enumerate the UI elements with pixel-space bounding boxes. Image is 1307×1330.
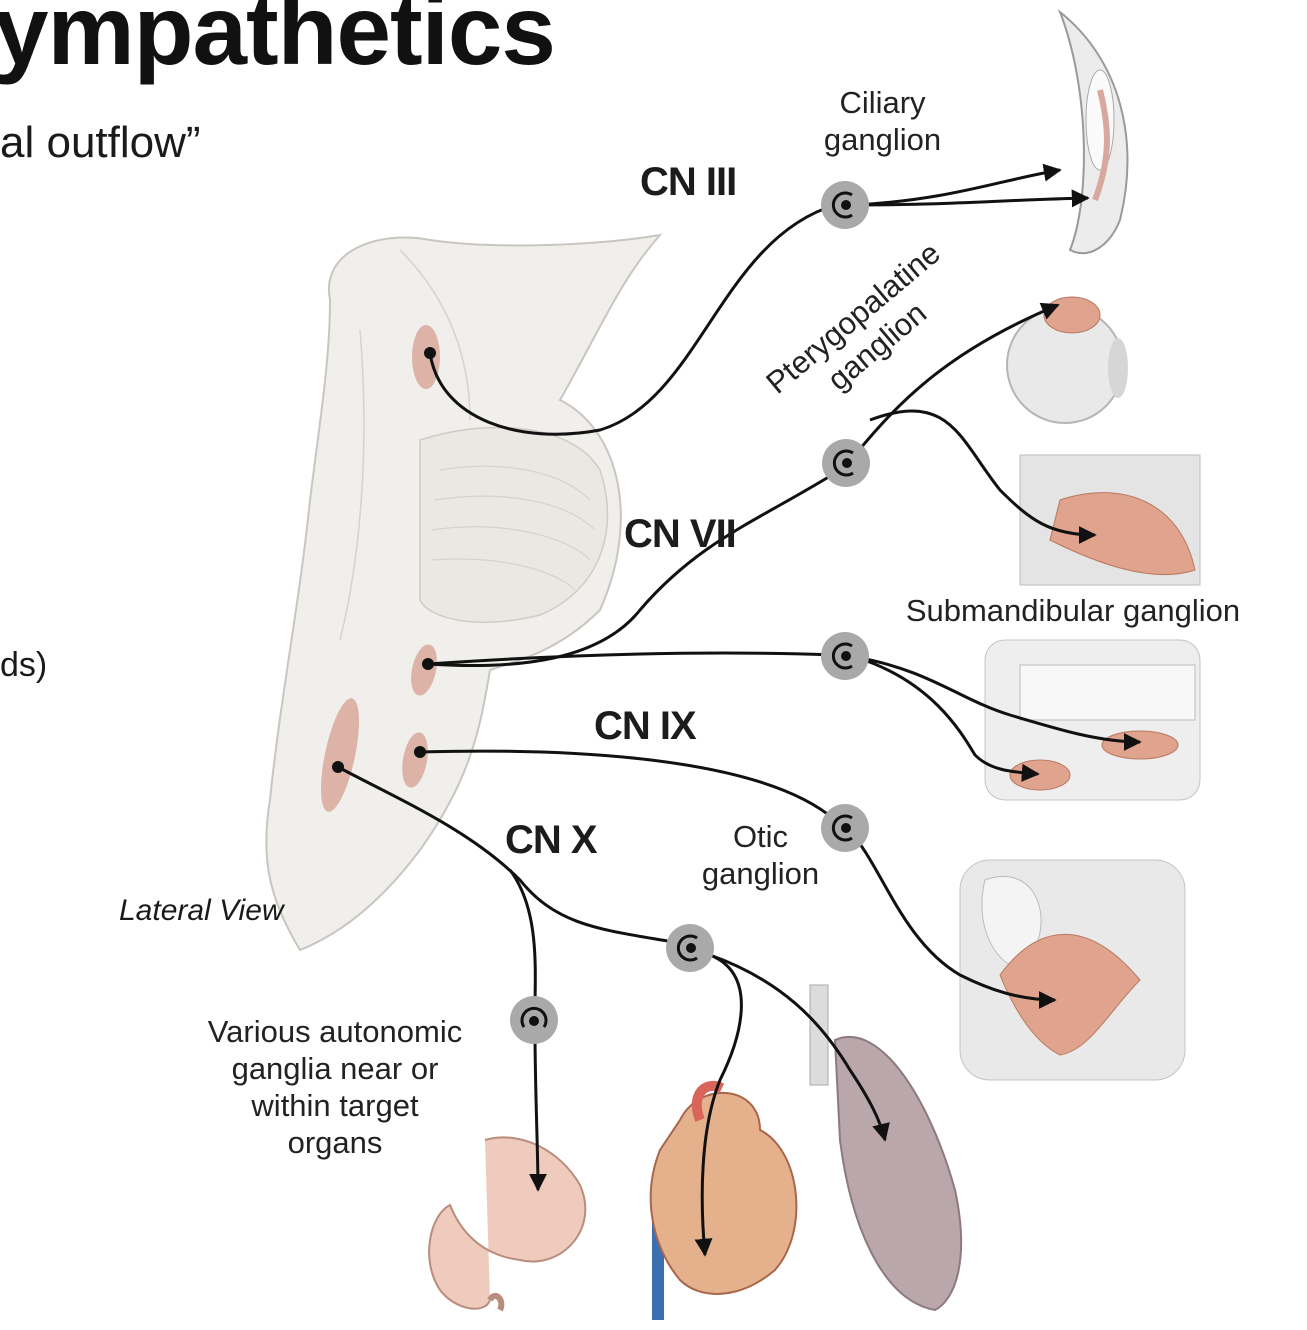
page-subtitle: al outflow” [0, 118, 201, 168]
page-title: ympathetics [0, 0, 555, 87]
cn7-label: CN VII [624, 512, 736, 557]
various-line-1: Various autonomic [170, 1013, 500, 1050]
various-ganglia-marker [510, 996, 558, 1044]
target-organs [429, 12, 1200, 1320]
jaw-illustration [985, 640, 1200, 800]
submandibular-ganglion-label: Submandibular ganglion [868, 592, 1278, 629]
side-text-fragment: ds) [0, 646, 47, 685]
view-label: Lateral View [119, 894, 284, 928]
various-line-4: organs [170, 1124, 500, 1161]
stomach-illustration [429, 1137, 585, 1310]
cn10-label: CN X [505, 818, 597, 863]
various-line-3: within target [170, 1087, 500, 1124]
ciliary-line-1: Ciliary [800, 84, 965, 121]
otic-ganglion-label: Otic ganglion [688, 818, 833, 892]
eye-lens-illustration [1060, 12, 1128, 253]
ear-parotid-illustration [960, 860, 1185, 1080]
otic-line-2: ganglion [688, 855, 833, 892]
cn3-label: CN III [640, 160, 736, 205]
ciliary-ganglion-marker [821, 181, 869, 229]
various-ganglia-label: Various autonomic ganglia near or within… [170, 1013, 500, 1161]
ciliary-ganglion-label: Ciliary ganglion [800, 84, 965, 158]
cn9-label: CN IX [594, 704, 696, 749]
otic-line-1: Otic [688, 818, 833, 855]
eyeball-illustration [1007, 297, 1128, 423]
nasal-cavity-illustration [1020, 455, 1200, 585]
lung-illustration [810, 985, 961, 1310]
vagal-ganglion-marker [666, 924, 714, 972]
various-line-2: ganglia near or [170, 1050, 500, 1087]
brainstem-illustration [266, 235, 660, 950]
submandibular-ganglion-marker [821, 632, 869, 680]
heart-illustration [651, 1086, 797, 1320]
ciliary-line-2: ganglion [800, 121, 965, 158]
pterygopalatine-ganglion-marker [822, 439, 870, 487]
